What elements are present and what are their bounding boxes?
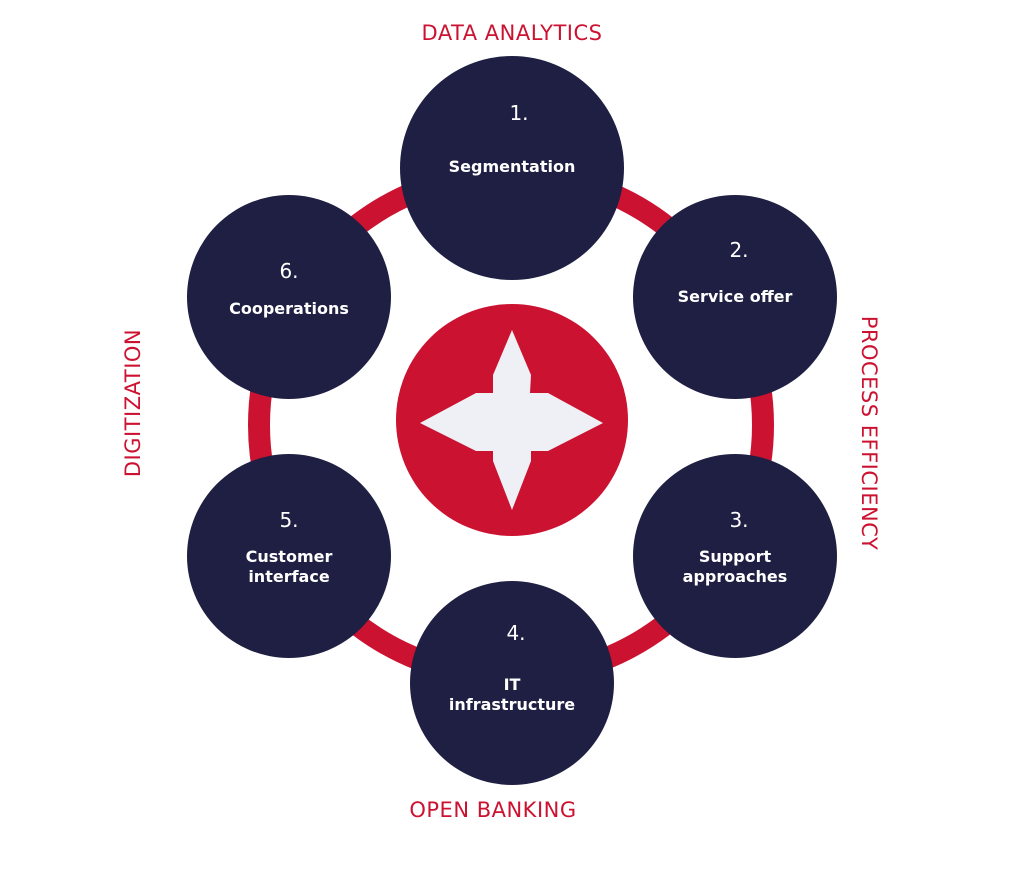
node-support-approaches: 3. Support approaches — [633, 454, 837, 658]
node-service-offer: 2. Service offer — [633, 195, 837, 399]
side-label-bottom: OPEN BANKING — [409, 798, 576, 822]
node-circle — [633, 195, 837, 399]
side-label-left: DIGITIZATION — [121, 329, 145, 477]
node-label: IT — [504, 675, 521, 694]
node-label: Service offer — [678, 287, 793, 306]
four-arrows-icon — [420, 330, 603, 510]
node-it-infrastructure: 4. IT infrastructure — [410, 581, 614, 785]
node-circle — [633, 454, 837, 658]
node-number: 6. — [279, 259, 298, 283]
node-number: 2. — [729, 238, 748, 262]
node-number: 1. — [509, 101, 528, 125]
node-label: Segmentation — [449, 157, 576, 176]
node-label: Support — [699, 547, 772, 566]
node-number: 5. — [279, 508, 298, 532]
node-circle — [187, 195, 391, 399]
node-label: approaches — [683, 567, 788, 586]
node-label: infrastructure — [449, 695, 575, 714]
node-circle — [410, 581, 614, 785]
node-circle — [187, 454, 391, 658]
node-number: 3. — [729, 508, 748, 532]
node-circle — [400, 56, 624, 280]
node-label: interface — [248, 567, 330, 586]
side-label-right: PROCESS EFFICIENCY — [857, 316, 881, 551]
side-label-top: DATA ANALYTICS — [422, 21, 603, 45]
node-label: Customer — [246, 547, 333, 566]
node-number: 4. — [506, 621, 525, 645]
node-segmentation: 1. Segmentation — [400, 56, 624, 280]
node-customer-interface: 5. Customer interface — [187, 454, 391, 658]
node-cooperations: 6. Cooperations — [187, 195, 391, 399]
node-label: Cooperations — [229, 299, 349, 318]
